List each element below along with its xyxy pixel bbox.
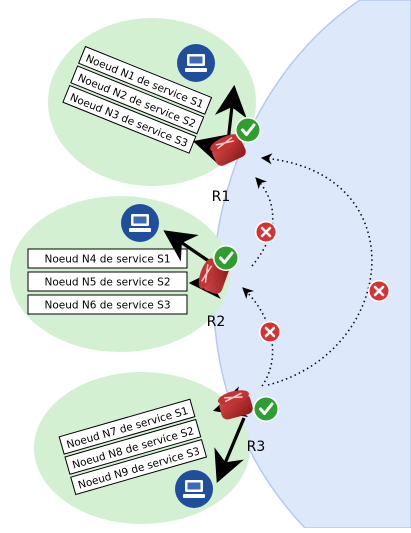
node-box: Noeud N4 de service S1 [27,248,188,269]
router-icon [217,390,253,420]
ok-markers [213,117,279,422]
router-label-r3: R3 [247,439,266,455]
blocked-markers [255,221,390,343]
node-box: Noeud N5 de service S2 [27,271,188,292]
path-r2-to-r1 [251,177,274,267]
cross-icon [368,280,390,302]
arrow-r1-pc [214,84,247,143]
path-r3-to-r2 [242,287,274,387]
computer-icon [175,470,213,508]
arrow-r3-pc [214,417,246,483]
check-icon [213,245,239,271]
arrow-r2-pc [163,230,211,264]
router-label-r1: R1 [212,189,231,205]
cross-icon [255,221,277,243]
node-label: Noeud N5 de service S2 [44,277,170,289]
computer-icon [121,204,159,242]
computer-icon [177,44,215,82]
router-label-r2: R2 [207,314,226,330]
node-box: Noeud N6 de service S3 [27,294,188,315]
control-paths [242,153,373,387]
path-r3-to-r1 [260,153,373,386]
check-icon [235,117,261,143]
check-icon [253,396,279,422]
router-icon [210,134,246,166]
node-group-2: Noeud N4 de service S1 Noeud N5 de servi… [27,248,188,315]
node-label: Noeud N4 de service S1 [44,254,170,266]
cross-icon [259,321,281,343]
node-label: Noeud N6 de service S3 [44,300,170,312]
